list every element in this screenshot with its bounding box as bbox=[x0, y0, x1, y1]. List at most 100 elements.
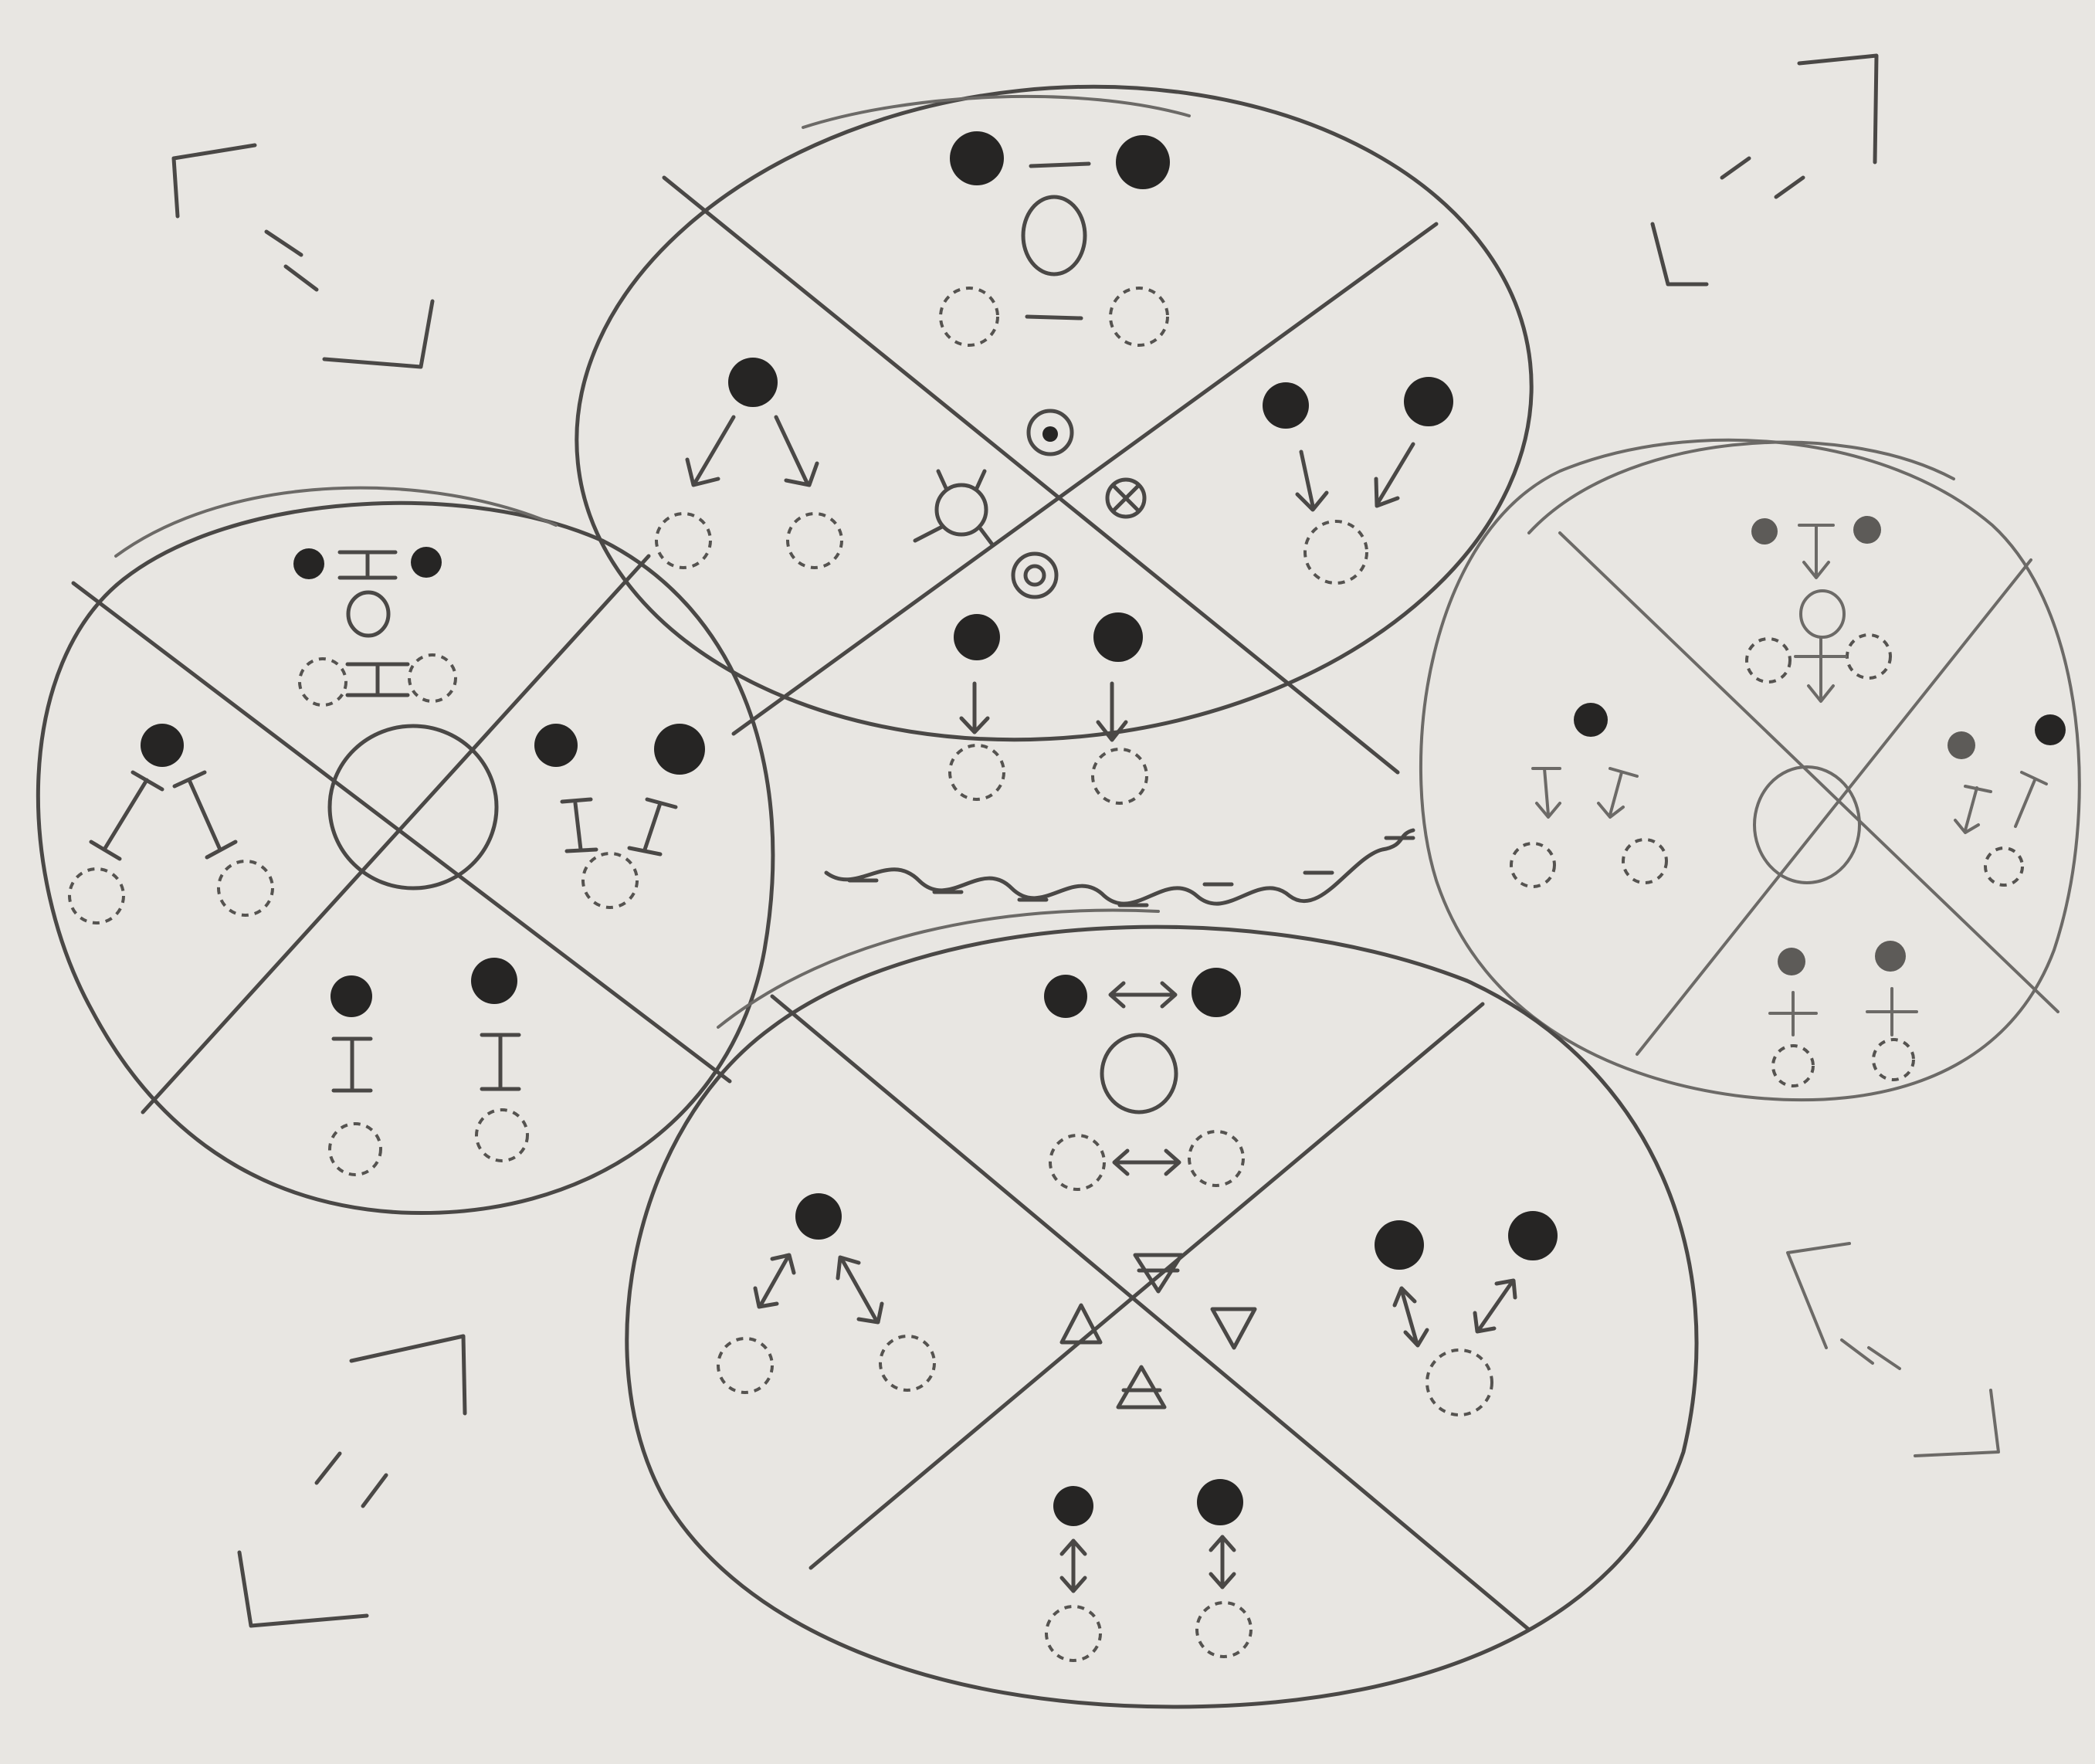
dashed-circle bbox=[1425, 1348, 1493, 1416]
empty-circle-icon bbox=[346, 590, 391, 638]
double-arrow-line bbox=[839, 1257, 879, 1323]
bond-bar bbox=[627, 846, 663, 857]
arrow-head bbox=[1473, 1311, 1497, 1334]
arrow-head bbox=[1295, 490, 1329, 512]
dashed-circle bbox=[1109, 287, 1169, 347]
right-circle-group bbox=[1419, 438, 2081, 1102]
arrow-head bbox=[1374, 477, 1400, 508]
arrow-line bbox=[1376, 442, 1415, 504]
bond-bar bbox=[205, 840, 238, 860]
bottom-circle-outline bbox=[625, 924, 1699, 1709]
arrow-head bbox=[1209, 1535, 1236, 1552]
dashed-circle bbox=[786, 512, 843, 569]
bottom-circle-group bbox=[625, 908, 1699, 1709]
arrow-head bbox=[1059, 1576, 1087, 1593]
bond-bar bbox=[1609, 771, 1623, 816]
molecule-dot bbox=[1778, 948, 1805, 975]
bond-bar bbox=[2020, 771, 2048, 785]
arrow-line bbox=[774, 415, 809, 485]
arrow-head bbox=[753, 1286, 779, 1309]
arrow-head bbox=[1403, 1328, 1429, 1348]
bond-bar bbox=[131, 770, 164, 792]
molecule-dot bbox=[1574, 703, 1608, 737]
dashed-circle bbox=[328, 1122, 382, 1176]
bracket-bottom-right bbox=[1786, 1242, 2000, 1457]
triangle-down-barred-icon bbox=[1133, 1253, 1184, 1294]
dashed-circle bbox=[879, 1335, 936, 1392]
dashed-circle bbox=[475, 1108, 529, 1162]
dashed-circle bbox=[1745, 637, 1792, 684]
molecule-dot bbox=[1751, 518, 1778, 544]
top-circle-outline bbox=[575, 84, 1534, 742]
bond-bar bbox=[2014, 779, 2036, 828]
bond-bar bbox=[187, 778, 222, 852]
dashed-circle bbox=[1045, 1605, 1102, 1662]
bond-bar bbox=[89, 840, 122, 861]
molecule-dot bbox=[2035, 714, 2066, 745]
dashed-circle bbox=[948, 744, 1005, 801]
molecule-dot bbox=[293, 548, 324, 579]
arrow-head bbox=[1954, 819, 1980, 834]
bracket-top-right bbox=[1650, 53, 1879, 287]
empty-circle-icon bbox=[1100, 1033, 1178, 1114]
double-arrow-line bbox=[1399, 1287, 1419, 1346]
bottom-circle-divider-a bbox=[770, 994, 1531, 1632]
arrow-line bbox=[1299, 449, 1315, 508]
arrow-head bbox=[770, 1253, 796, 1275]
dashed-circle bbox=[408, 653, 457, 703]
molecule-dot bbox=[1404, 377, 1453, 426]
dashed-circle bbox=[1846, 633, 1892, 680]
arrow-line bbox=[693, 415, 736, 485]
arrow-head bbox=[1392, 1286, 1417, 1308]
arrow-head bbox=[1160, 981, 1178, 1009]
double-circle-icon bbox=[1011, 551, 1059, 599]
molecule-dot bbox=[1875, 941, 1906, 972]
left-circle-outline bbox=[36, 500, 775, 1216]
triangle-up-barred-icon bbox=[1116, 1365, 1167, 1410]
molecule-dot bbox=[141, 724, 184, 767]
molecule-dot bbox=[1093, 612, 1143, 662]
bond-bar bbox=[560, 797, 593, 804]
molecule-dot bbox=[1948, 731, 1975, 759]
molecule-dot bbox=[1116, 135, 1170, 189]
dashed-circle bbox=[1984, 846, 2024, 887]
molecule-dot bbox=[954, 614, 1000, 660]
molecule-dot bbox=[728, 358, 778, 407]
bond-bar bbox=[645, 797, 678, 809]
molecule-dot bbox=[1508, 1211, 1558, 1260]
empty-circle-icon bbox=[1021, 195, 1087, 276]
right-circle-outline-echo bbox=[1527, 440, 1955, 534]
right-circle-divider-a bbox=[1558, 531, 2059, 1013]
right-circle-divider-b bbox=[1636, 558, 2032, 1056]
arrow-head bbox=[1112, 1148, 1130, 1176]
arrow-head bbox=[1597, 802, 1625, 819]
molecule-dot bbox=[1192, 968, 1241, 1017]
bond-bar bbox=[642, 801, 663, 852]
arrow-head bbox=[1494, 1278, 1517, 1300]
bond-bar bbox=[1609, 767, 1639, 778]
dashed-circle bbox=[1303, 520, 1368, 585]
double-arrow-line bbox=[758, 1255, 790, 1308]
crossed-circle-icon bbox=[1753, 765, 1861, 884]
bond-bar bbox=[1964, 786, 1978, 832]
dashed-circle bbox=[298, 657, 347, 707]
molecule-dot bbox=[331, 975, 372, 1017]
dashed-circle bbox=[1049, 1134, 1106, 1191]
molecule-dot bbox=[411, 547, 442, 578]
molecule-dot bbox=[950, 131, 1004, 185]
molecule-dot bbox=[1053, 1486, 1093, 1526]
molecule-dot bbox=[1044, 975, 1087, 1018]
bond-line bbox=[1029, 161, 1091, 168]
triangle-up-icon bbox=[1059, 1303, 1103, 1345]
top-circle-group bbox=[575, 84, 1534, 805]
bond-bar bbox=[573, 801, 583, 852]
double-arrow-line bbox=[1476, 1280, 1514, 1332]
arrow-head bbox=[836, 1255, 861, 1281]
arrow-head bbox=[1164, 1148, 1181, 1176]
dashed-circle bbox=[939, 287, 999, 347]
dashed-circle bbox=[1872, 1038, 1915, 1081]
dashed-circle bbox=[581, 852, 639, 909]
arrow-head bbox=[1209, 1572, 1236, 1589]
